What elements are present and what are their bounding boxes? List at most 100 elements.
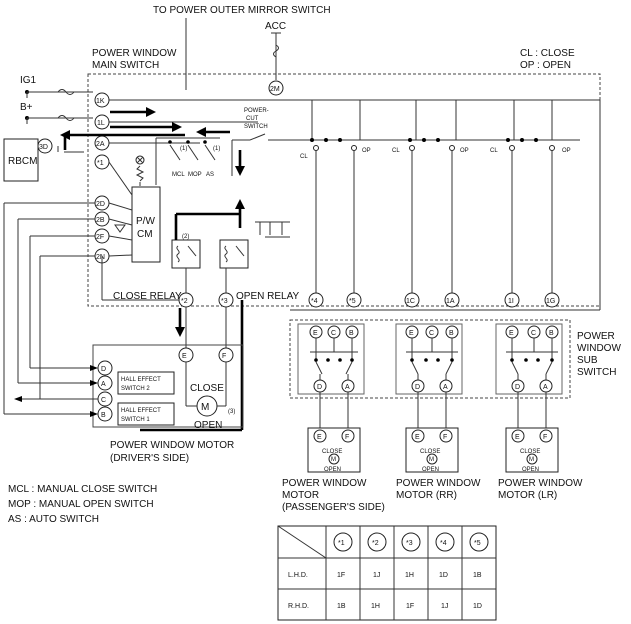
sub-switch-passenger: E C B D A bbox=[297, 323, 365, 395]
acc-label: ACC bbox=[265, 21, 286, 32]
svg-text:M: M bbox=[331, 457, 336, 463]
svg-text:E: E bbox=[182, 353, 187, 360]
sub-switch-label-2: WINDOW bbox=[577, 343, 621, 354]
sub-switch-lr: E C B D A bbox=[495, 323, 563, 395]
svg-text:F: F bbox=[345, 434, 349, 441]
svg-text:1J: 1J bbox=[441, 603, 448, 610]
svg-text:1I: 1I bbox=[508, 298, 514, 305]
svg-text:D: D bbox=[101, 366, 106, 373]
op-label-2: OP bbox=[460, 148, 469, 154]
close-relay-box bbox=[171, 239, 201, 269]
sub-switch-label-4: SWITCH bbox=[577, 367, 616, 378]
table-header-4: *4 bbox=[440, 540, 447, 547]
open-relay-label: OPEN RELAY bbox=[236, 291, 299, 302]
svg-text:E: E bbox=[509, 330, 514, 337]
driver-motor-label-1: POWER WINDOW MOTOR bbox=[110, 440, 234, 451]
terminal-2M: 2M bbox=[268, 80, 284, 96]
terminal-1G: 1G bbox=[544, 292, 560, 308]
svg-text:SWITCH 2: SWITCH 2 bbox=[121, 386, 150, 392]
driver-motor-label-2: (DRIVER'S SIDE) bbox=[110, 453, 189, 464]
terminal-1L: 1L bbox=[94, 114, 110, 130]
cl-label-1: CL bbox=[300, 154, 308, 160]
driver-motor-box bbox=[92, 344, 244, 428]
terminal-star4: *4 bbox=[308, 292, 324, 308]
svg-text:B: B bbox=[101, 412, 106, 419]
terminal-1C: 1C bbox=[404, 292, 420, 308]
svg-text:M: M bbox=[429, 457, 434, 463]
main-switch-label-1: POWER WINDOW bbox=[92, 48, 177, 59]
terminal-2A: 2A bbox=[94, 135, 110, 151]
svg-text:C: C bbox=[429, 330, 434, 337]
svg-text:C: C bbox=[331, 330, 336, 337]
svg-text:1D: 1D bbox=[439, 572, 448, 579]
sub-switch-rr: E C B D A bbox=[395, 323, 463, 395]
table-header-3: *3 bbox=[406, 540, 413, 547]
svg-text:C: C bbox=[531, 330, 536, 337]
power-cut-label-2: CUT bbox=[246, 116, 259, 122]
power-cut-label-1: POWER- bbox=[244, 108, 269, 114]
svg-text:B: B bbox=[349, 330, 354, 337]
svg-text:CLOSE: CLOSE bbox=[420, 449, 440, 455]
svg-text:1H: 1H bbox=[371, 603, 380, 610]
svg-text:1C: 1C bbox=[406, 298, 415, 305]
svg-text:A: A bbox=[543, 384, 548, 391]
table-row-rhd-label: R.H.D. bbox=[288, 603, 309, 610]
svg-text:B: B bbox=[549, 330, 554, 337]
hall-switch-2 bbox=[117, 371, 175, 395]
svg-text:1B: 1B bbox=[337, 603, 346, 610]
svg-text:D: D bbox=[415, 384, 420, 391]
terminal-star1: *1 bbox=[94, 154, 110, 170]
svg-text:C: C bbox=[101, 397, 106, 404]
driver-motor-terminal-F: F bbox=[218, 347, 234, 363]
motor-pass-label-1: POWER WINDOW bbox=[282, 478, 367, 489]
motor-lr-label-2: MOTOR (LR) bbox=[498, 490, 557, 501]
svg-text:*4: *4 bbox=[311, 298, 318, 305]
mop-label: MOP bbox=[188, 172, 202, 178]
svg-text:3D: 3D bbox=[39, 144, 48, 151]
svg-text:E: E bbox=[515, 434, 520, 441]
legend-close: CL : CLOSE bbox=[520, 48, 575, 59]
table-header-1: *1 bbox=[338, 540, 345, 547]
svg-text:M: M bbox=[201, 402, 209, 413]
svg-text:(1): (1) bbox=[180, 146, 187, 152]
connector-table: *1 *2 *3 *4 *5 L.H.D. 1F 1J 1H 1D 1B R.H… bbox=[277, 525, 497, 621]
svg-text:1D: 1D bbox=[473, 603, 482, 610]
motor-rr: E F CLOSE M OPEN bbox=[405, 427, 459, 473]
svg-text:D: D bbox=[515, 384, 520, 391]
svg-text:*5: *5 bbox=[349, 298, 356, 305]
svg-text:F: F bbox=[543, 434, 547, 441]
svg-text:1F: 1F bbox=[337, 572, 345, 579]
svg-text:1B: 1B bbox=[473, 572, 482, 579]
svg-text:OPEN: OPEN bbox=[522, 467, 539, 473]
cl-label-2: CL bbox=[392, 148, 400, 154]
svg-text:1L: 1L bbox=[97, 120, 105, 127]
abbr-as: AS : AUTO SWITCH bbox=[8, 514, 99, 525]
open-relay-box bbox=[219, 239, 249, 269]
terminal-1A: 1A bbox=[444, 292, 460, 308]
svg-text:*1: *1 bbox=[97, 160, 104, 167]
svg-text:CLOSE: CLOSE bbox=[520, 449, 540, 455]
svg-text:*3: *3 bbox=[221, 298, 228, 305]
terminal-1K: 1K bbox=[94, 92, 110, 108]
svg-text:A: A bbox=[443, 384, 448, 391]
terminal-star2: *2 bbox=[178, 292, 194, 308]
svg-text:E: E bbox=[415, 434, 420, 441]
pw-cm-box bbox=[131, 186, 161, 263]
motor-lr-label-1: POWER WINDOW bbox=[498, 478, 583, 489]
svg-text:2B: 2B bbox=[96, 217, 105, 224]
svg-text:1H: 1H bbox=[405, 572, 414, 579]
rbcm-box bbox=[3, 138, 39, 182]
svg-text:2A: 2A bbox=[96, 141, 105, 148]
driver-motor-terminal-D: D bbox=[97, 360, 113, 376]
motor-pass-label-3: (PASSENGER'S SIDE) bbox=[282, 502, 385, 513]
main-switch-enclosure bbox=[87, 73, 601, 307]
svg-text:CLOSE: CLOSE bbox=[322, 449, 342, 455]
svg-text:(1): (1) bbox=[213, 146, 220, 152]
svg-text:2D: 2D bbox=[96, 201, 105, 208]
svg-text:M: M bbox=[529, 457, 534, 463]
svg-text:2N: 2N bbox=[96, 254, 105, 261]
motor-lr: E F CLOSE M OPEN bbox=[505, 427, 559, 473]
ig1-label: IG1 bbox=[20, 75, 37, 86]
